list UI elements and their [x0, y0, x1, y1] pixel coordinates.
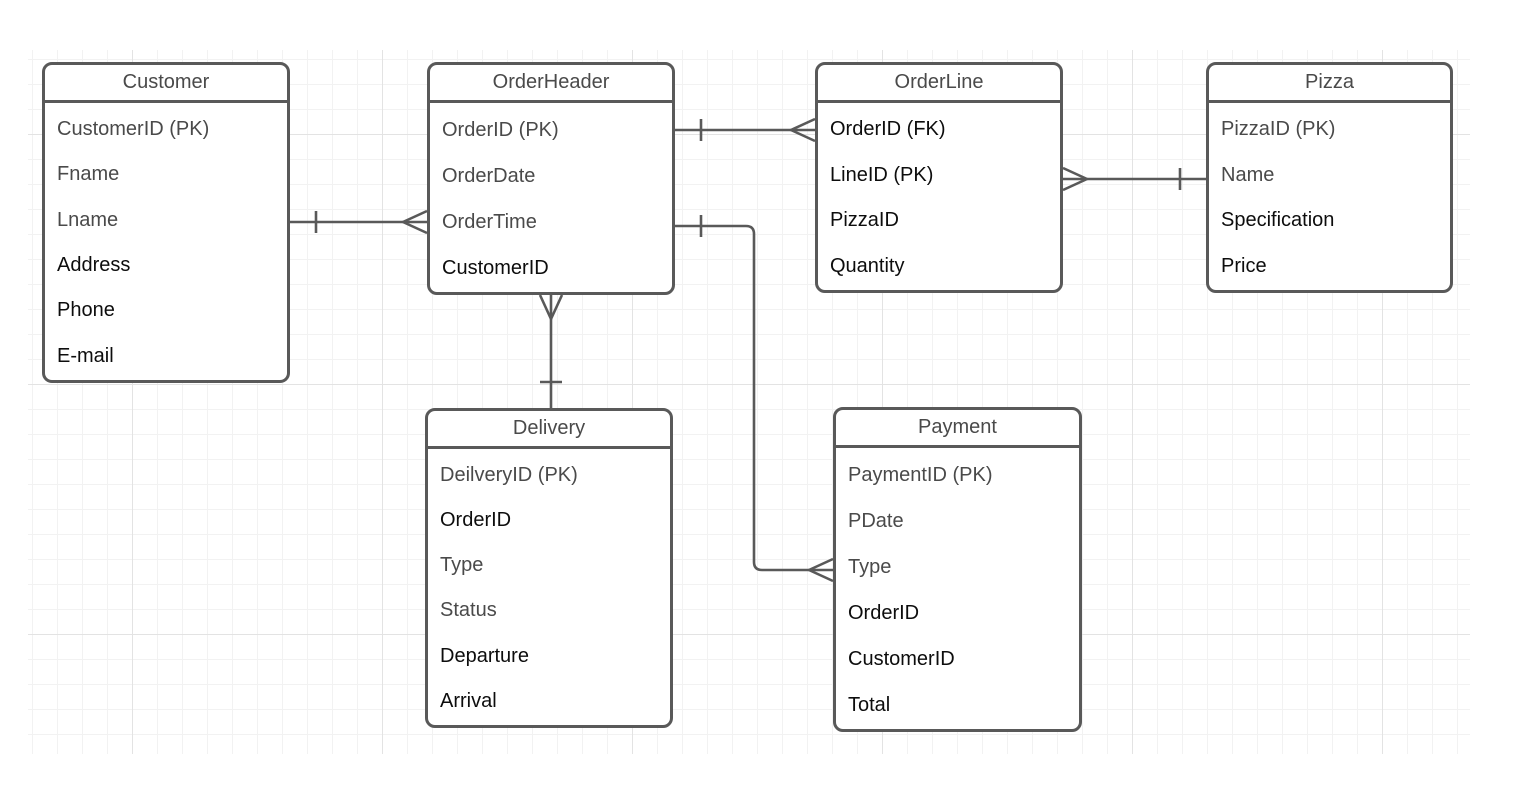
attribute-lname: Lname — [57, 208, 119, 231]
connector-orderheader-to-delivery[interactable] — [538, 294, 564, 408]
attribute-type: Type — [440, 554, 484, 577]
entity-title: OrderHeader — [430, 65, 672, 103]
attribute-orderid-fk: OrderID (FK) — [830, 118, 946, 140]
attribute-price: Price — [1221, 254, 1267, 277]
entity-title: Payment — [836, 410, 1079, 448]
entity-title: Customer — [45, 65, 287, 103]
attribute-ordertime: OrderTime — [442, 211, 537, 233]
connector-orderheader-to-payment[interactable] — [675, 215, 834, 583]
attribute-address: Address — [57, 253, 131, 276]
attribute-arrival: Arrival — [440, 689, 497, 712]
attribute-deilveryid-pk: DeilveryID (PK) — [440, 464, 578, 486]
attribute-customerid-pk: CustomerID (PK) — [57, 118, 210, 140]
attribute-e-mail: E-mail — [57, 344, 114, 367]
attribute-specification: Specification — [1221, 209, 1335, 231]
attribute-orderid: OrderID — [848, 602, 920, 624]
attribute-lineid-pk: LineID (PK) — [830, 163, 934, 186]
connector-orderheader-to-orderline[interactable] — [675, 117, 816, 143]
attribute-orderid-pk: OrderID (PK) — [442, 119, 559, 141]
attribute-pdate: PDate — [848, 510, 904, 532]
attribute-orderdate: OrderDate — [442, 165, 536, 187]
entity-attribute-list: OrderID (FK) LineID (PK) PizzaID Quantity — [818, 103, 1060, 289]
attribute-departure: Departure — [440, 644, 529, 667]
attribute-total: Total — [848, 694, 891, 716]
attribute-paymentid-pk: PaymentID (PK) — [848, 464, 993, 486]
attribute-pizzaid: PizzaID — [830, 209, 899, 231]
connector-orderline-to-pizza[interactable] — [1062, 166, 1206, 192]
attribute-fname: Fname — [57, 163, 120, 186]
attribute-quantity: Quantity — [830, 254, 905, 277]
attribute-phone: Phone — [57, 299, 115, 322]
entity-title: Delivery — [428, 411, 670, 449]
entity-title: Pizza — [1209, 65, 1450, 103]
attribute-customerid: CustomerID — [848, 648, 955, 670]
attribute-customerid: CustomerID — [442, 257, 549, 279]
entity-title: OrderLine — [818, 65, 1060, 103]
connector-customer-to-orderheader[interactable] — [290, 209, 428, 235]
attribute-type: Type — [848, 556, 892, 578]
attribute-status: Status — [440, 599, 497, 622]
attribute-pizzaid-pk: PizzaID (PK) — [1221, 118, 1336, 140]
attribute-name: Name — [1221, 163, 1275, 186]
attribute-orderid: OrderID — [440, 509, 512, 532]
